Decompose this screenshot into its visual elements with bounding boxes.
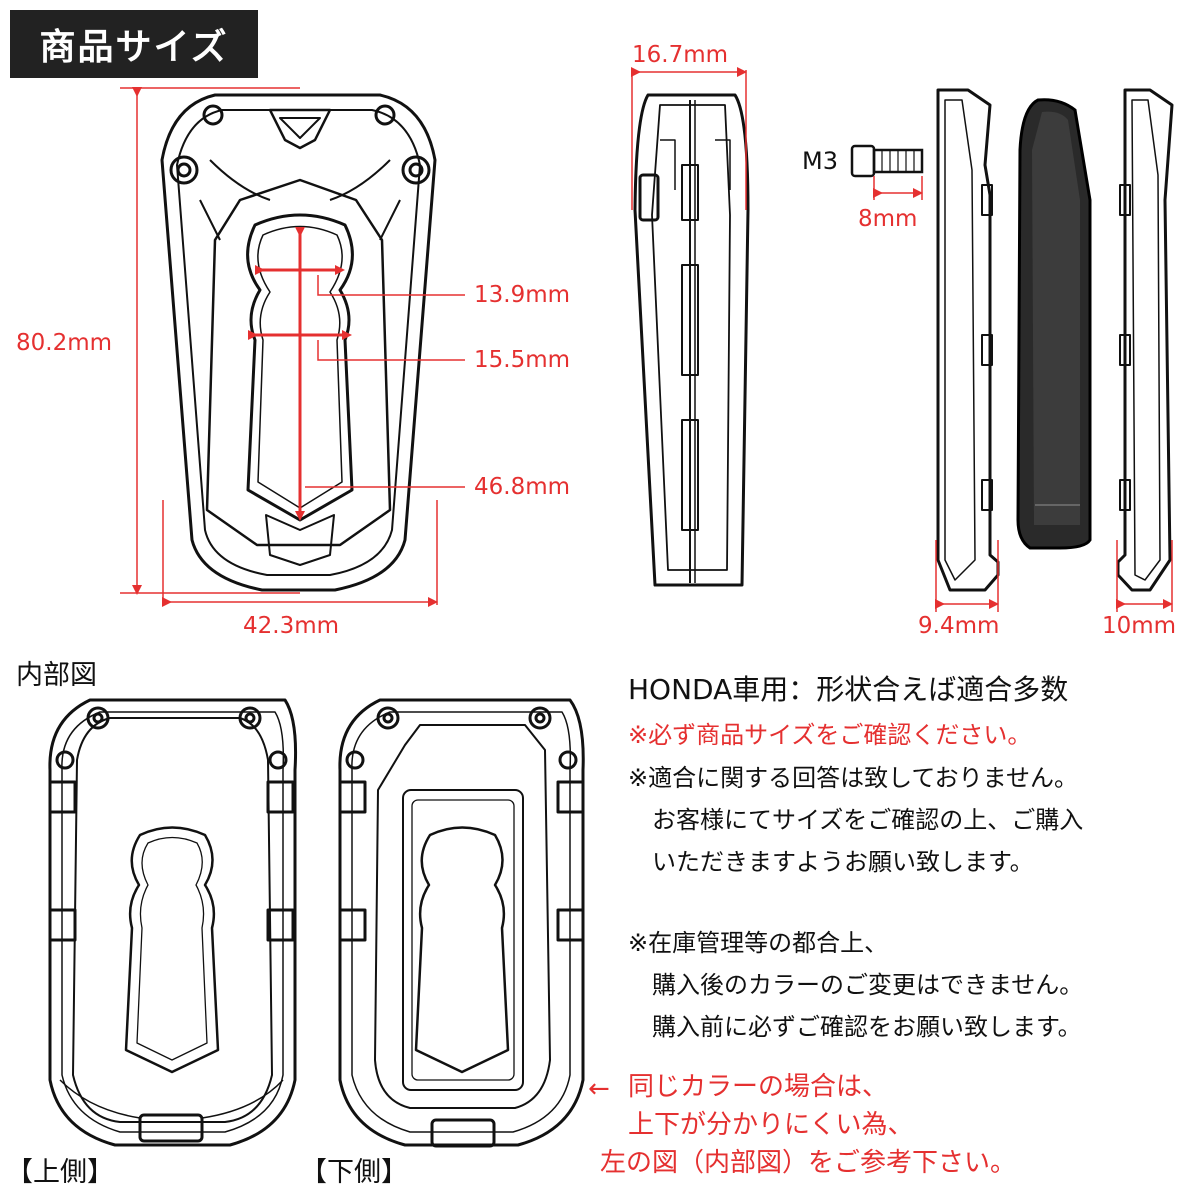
same-color-note-line-3: 左の図（内部図）をご参考下さい。	[600, 1148, 1017, 1178]
side-view-drawing	[633, 93, 750, 587]
key-fob-drawing	[1016, 98, 1092, 550]
hole-lower-dimension-label: 15.5mm	[474, 347, 571, 373]
hole-dimension-arrows	[248, 227, 465, 521]
side-dimension-lines	[631, 67, 747, 210]
inner-upper-drawing	[48, 698, 298, 1147]
upper-side-label: 【上側】	[6, 1157, 114, 1188]
front-view-drawing	[160, 93, 437, 592]
screw-length-label: 8mm	[858, 206, 918, 232]
page-title-badge: 商品サイズ	[10, 10, 258, 78]
same-color-note-line-1: 同じカラーの場合は、	[628, 1072, 889, 1102]
screw-type-label: M3	[802, 147, 838, 175]
fit-note-line-2: お客様にてサイズをご確認の上、ご購入	[628, 806, 1084, 834]
hole-length-dimension-label: 46.8mm	[474, 474, 571, 500]
lower-side-label: 【下側】	[300, 1157, 408, 1188]
shell-dimension-lines	[935, 540, 1173, 612]
shell-b-drawing	[1116, 88, 1174, 592]
shell-a-dimension-label: 9.4mm	[918, 613, 1000, 639]
fit-note-line-3: いただきますようお願い致します。	[628, 848, 1034, 876]
check-size-note: ※必ず商品サイズをご確認ください。	[628, 721, 1032, 749]
height-dimension-label: 80.2mm	[16, 330, 113, 356]
inner-lower-drawing	[338, 698, 585, 1148]
compatibility-headline: HONDA車用：形状合えば適合多数	[628, 673, 1069, 706]
shell-b-dimension-label: 10mm	[1102, 613, 1177, 639]
same-color-note-line-2: 上下が分かりにくい為、	[628, 1110, 914, 1140]
arrow-left-icon: ←	[588, 1074, 610, 1104]
width-dimension-label: 42.3mm	[243, 613, 340, 639]
hole-upper-dimension-label: 13.9mm	[474, 282, 571, 308]
side-thickness-label: 16.7mm	[632, 42, 729, 68]
front-dimension-lines	[120, 87, 438, 607]
shell-a-drawing	[936, 88, 1000, 592]
screw-drawing	[850, 144, 924, 178]
stock-note-line-2: 購入後のカラーのご変更はできません。	[628, 971, 1084, 999]
fit-note-line-1: ※適合に関する回答は致しておりません。	[628, 764, 1078, 792]
screw-dimension-lines	[873, 176, 923, 200]
stock-note-line-3: 購入前に必ずご確認をお願い致します。	[628, 1013, 1082, 1041]
inner-view-label: 内部図	[16, 660, 97, 691]
stock-note-line-1: ※在庫管理等の都合上、	[628, 929, 889, 957]
